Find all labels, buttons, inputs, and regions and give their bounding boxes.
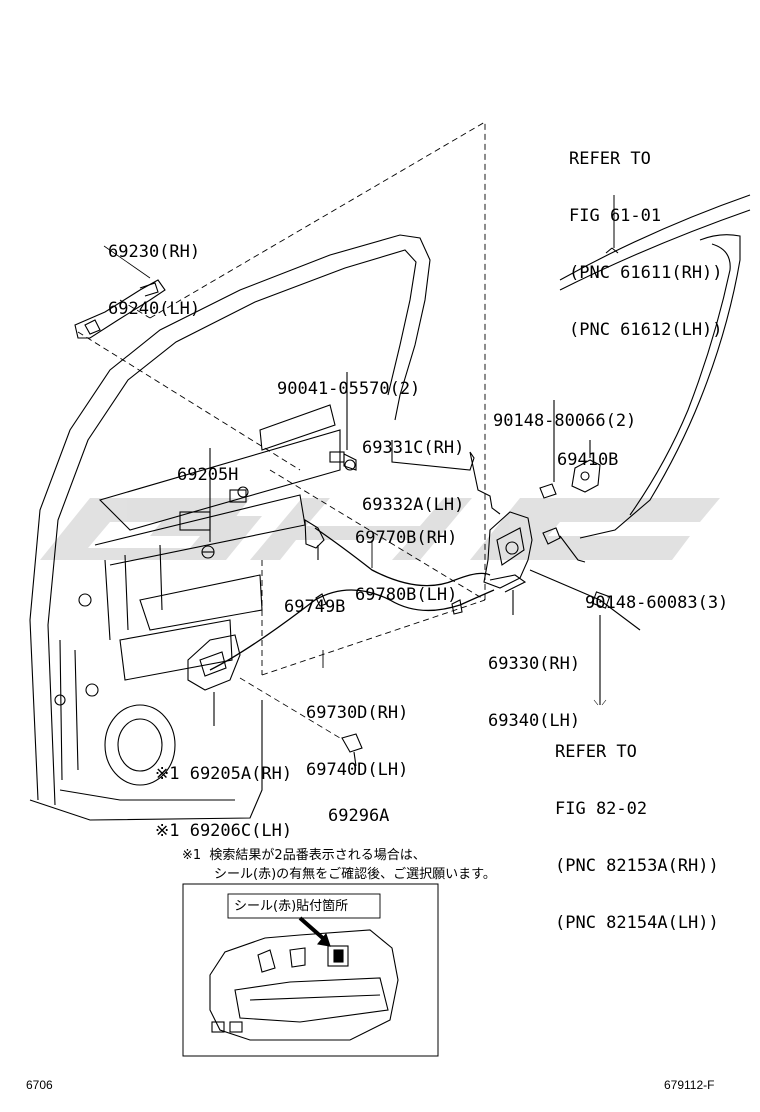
part-69205H-label: 69205H xyxy=(177,428,238,504)
bolt-90041 xyxy=(329,372,357,471)
refer-fig82-label: REFER TO FIG 82-02 (PNC 82153A(RH)) (PNC… xyxy=(555,705,719,952)
refer-fig82-line2: FIG 82-02 xyxy=(555,799,648,819)
part-69296A-text: 69296A xyxy=(328,806,390,826)
part-90148-60083-text: 90148-60083(3) xyxy=(585,593,729,613)
part-69730D-label: 69730D(RH) 69740D(LH) xyxy=(306,666,408,799)
refer-fig82-line4: (PNC 82154A(LH)) xyxy=(555,913,719,933)
phantom-box xyxy=(77,121,486,676)
door-frame xyxy=(29,234,431,821)
footer-figure-code: 679112-F xyxy=(664,1078,715,1092)
part-69410B-label: 69410B xyxy=(557,413,618,489)
screw-90148-60083 xyxy=(542,527,586,563)
refer-fig82-line3: (PNC 82153A(RH)) xyxy=(555,856,719,876)
part-69205A-label: ※1 69205A(RH) ※1 69206C(LH) xyxy=(155,727,292,860)
refer-fig61-line3: (PNC 61611(RH)) xyxy=(569,263,723,283)
door-lock-assembly xyxy=(483,511,533,615)
clip-69296A xyxy=(239,677,363,767)
refer-fig61-line2: FIG 61-01 xyxy=(569,206,662,226)
refer-fig61-line4: (PNC 61612(LH)) xyxy=(569,320,723,340)
clip-69749B xyxy=(304,518,325,560)
part-69205H-text: 69205H xyxy=(177,465,239,485)
part-69296A-label: 69296A xyxy=(328,769,389,845)
part-69330-label: 69330(RH) 69340(LH) xyxy=(488,617,580,750)
part-90148-80066-text: 90148-80066(2) xyxy=(493,411,637,431)
part-69206C-lh: ※1 69206C(LH) xyxy=(155,821,293,841)
part-90148-80066-label: 90148-80066(2) xyxy=(493,374,636,450)
part-69340-lh: 69340(LH) xyxy=(488,711,581,731)
part-90041-text: 90041-05570(2) xyxy=(277,379,421,399)
part-69332A-lh: 69332A(LH) xyxy=(362,495,465,515)
part-69240-lh: 69240(LH) xyxy=(108,299,201,319)
refer-fig82-line1: REFER TO xyxy=(555,742,637,762)
part-69749B-label: 69749B xyxy=(284,560,345,636)
part-69410B-text: 69410B xyxy=(557,450,619,470)
screw-90148-80066 xyxy=(539,400,557,499)
note-line2: シール(赤)の有無をご確認後、ご選択願います。 xyxy=(214,867,496,882)
clip-69205H xyxy=(201,448,215,559)
bracket-69410B xyxy=(571,440,601,493)
part-69749B-text: 69749B xyxy=(284,597,346,617)
part-69730D-rh: 69730D(RH) xyxy=(306,703,409,723)
footer-page-code: 6706 xyxy=(26,1078,53,1092)
inset-seal-label: シール(赤)貼付箇所 xyxy=(234,899,349,914)
part-69230-label: 69230(RH) 69240(LH) xyxy=(108,205,200,338)
part-69770B-rh: 69770B(RH) xyxy=(355,528,458,548)
refer-fig61-label: REFER TO FIG 61-01 (PNC 61611(RH)) (PNC … xyxy=(569,112,723,359)
cable-69730D xyxy=(209,589,495,671)
inside-handle xyxy=(187,634,241,726)
note-line1: ※1 検索結果が2品番表示される場合は、 xyxy=(182,848,426,863)
part-69205A-rh: ※1 69205A(RH) xyxy=(155,764,293,784)
part-69740D-lh: 69740D(LH) xyxy=(306,760,409,780)
refer-fig61-line1: REFER TO xyxy=(569,149,651,169)
part-69780B-lh: 69780B(LH) xyxy=(355,585,458,605)
part-69331-label: 69331C(RH) 69332A(LH) xyxy=(362,401,464,534)
lock-rod xyxy=(391,440,501,515)
watermark-logo xyxy=(40,498,720,560)
body-outline xyxy=(559,194,751,539)
outside-handle xyxy=(74,245,166,339)
wire-harness xyxy=(529,569,641,706)
part-69330-rh: 69330(RH) xyxy=(488,654,581,674)
part-90041-label: 90041-05570(2) xyxy=(277,342,420,418)
inset-box xyxy=(182,883,439,1057)
part-69230-rh: 69230(RH) xyxy=(108,242,201,262)
cable-69770B xyxy=(314,527,491,587)
part-69770B-label: 69770B(RH) 69780B(LH) xyxy=(355,491,457,624)
part-90148-60083-label: 90148-60083(3) xyxy=(585,556,728,632)
part-69331C-rh: 69331C(RH) xyxy=(362,438,465,458)
